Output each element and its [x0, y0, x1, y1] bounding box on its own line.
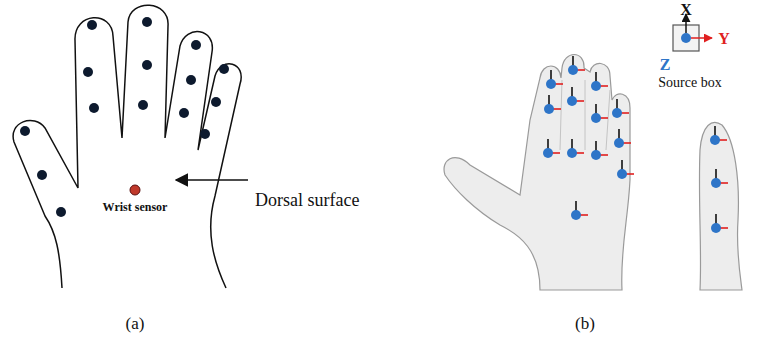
source-label: Source box — [658, 75, 721, 91]
panel-label: (b) — [575, 314, 595, 334]
hand-3d — [444, 55, 630, 291]
sensor-dot — [711, 178, 721, 188]
sensor-dot — [591, 113, 601, 123]
sensor-dot — [543, 148, 553, 158]
axis-label: X — [680, 1, 692, 19]
axis-label: Z — [660, 56, 671, 74]
sensor-dot — [710, 135, 720, 145]
leader-arrow — [176, 179, 248, 181]
surface-label: Dorsal surface — [255, 190, 365, 211]
sensor-dot — [617, 169, 627, 179]
sensor-dot — [614, 138, 624, 148]
wrist-sensor-dot — [130, 185, 140, 195]
sensor-dot — [591, 81, 601, 91]
hand-outline — [13, 5, 241, 288]
hand-3d-side — [699, 122, 742, 290]
finger-creases — [560, 80, 610, 150]
sensor-label: Wrist sensor — [103, 201, 168, 215]
sensor-dot — [568, 65, 578, 75]
sensor-dot — [591, 150, 601, 160]
sensor-dot — [612, 108, 622, 118]
sensor-dot — [567, 148, 577, 158]
sensor-dots — [20, 17, 229, 217]
sensor-dot — [567, 96, 577, 106]
sensor-dot — [544, 104, 554, 114]
sensor-dot — [546, 79, 556, 89]
source-dot — [681, 33, 691, 43]
sensor-axes — [543, 56, 728, 233]
sensor-dot — [571, 210, 581, 220]
y-axis — [691, 37, 712, 39]
panel-label: (a) — [126, 314, 145, 334]
sensor-dot — [711, 223, 721, 233]
axis-label: Y — [718, 30, 730, 48]
